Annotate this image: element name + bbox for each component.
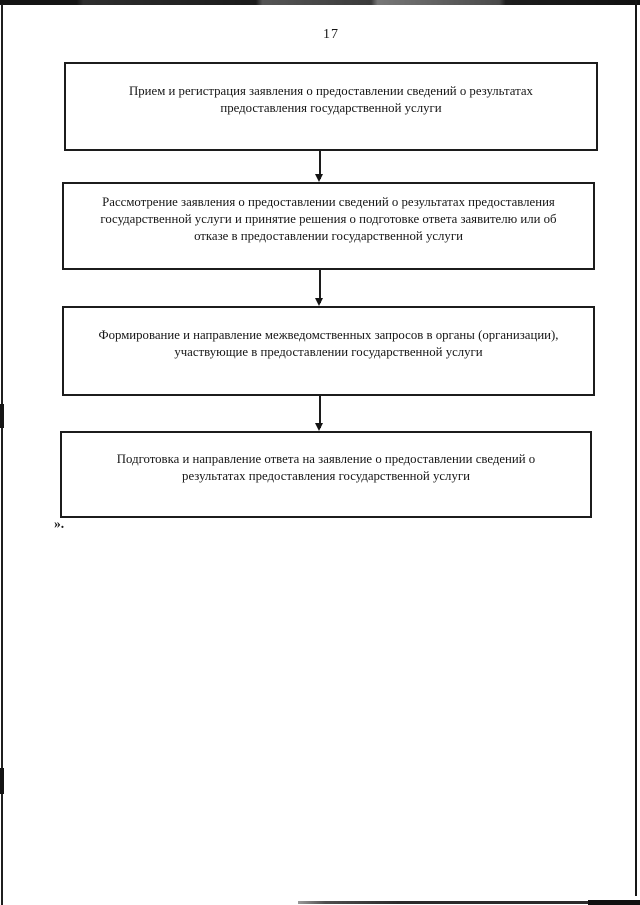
flow-arrow-down-3 xyxy=(313,396,327,431)
flowchart-step-reception: Прием и регистрация заявления о предоста… xyxy=(64,62,598,151)
closing-quote-mark: ». xyxy=(54,516,65,531)
arrow-line xyxy=(319,151,321,179)
scan-artifact-left-mark xyxy=(0,404,4,428)
flow-arrow-down-2 xyxy=(313,270,327,306)
arrow-line xyxy=(319,396,321,428)
flowchart-step-review: Рассмотрение заявления о предоставлении … xyxy=(62,182,595,270)
page-number: 17 xyxy=(323,27,339,42)
arrow-line xyxy=(319,270,321,303)
flowchart-step-reception-label: Прием и регистрация заявления о предоста… xyxy=(129,83,533,115)
flowchart-step-interagency-requests: Формирование и направление межведомствен… xyxy=(62,306,595,396)
scan-artifact-bottom-edge xyxy=(298,901,640,904)
arrow-head-icon xyxy=(315,174,323,182)
scan-artifact-right-edge xyxy=(635,0,637,896)
arrow-head-icon xyxy=(315,423,323,431)
scan-artifact-left-edge xyxy=(1,4,3,905)
scan-artifact-top-edge xyxy=(0,0,640,5)
flowchart-step-review-label: Рассмотрение заявления о предоставлении … xyxy=(100,194,557,243)
flowchart-step-interagency-requests-label: Формирование и направление межведомствен… xyxy=(98,328,559,359)
flowchart-step-response: Подготовка и направление ответа на заявл… xyxy=(60,431,592,518)
arrow-head-icon xyxy=(315,298,323,306)
flowchart-step-response-label: Подготовка и направление ответа на заявл… xyxy=(116,451,536,483)
scan-artifact-bottom-edge xyxy=(588,900,640,905)
flow-arrow-down-1 xyxy=(313,151,327,182)
scan-artifact-left-mark xyxy=(0,768,4,794)
